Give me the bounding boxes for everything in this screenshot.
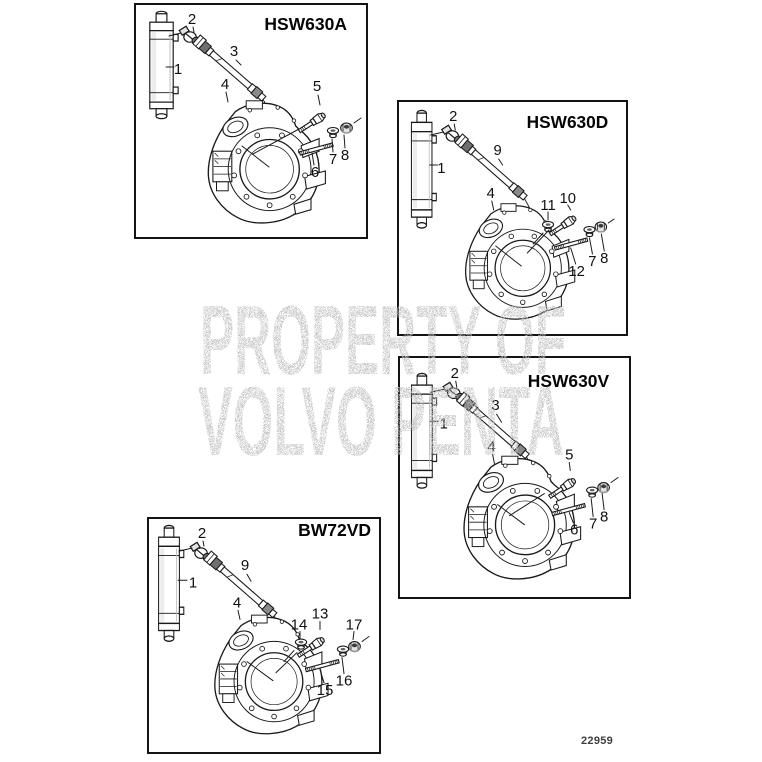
drawing-number: 22959 (581, 735, 614, 747)
callout-hose: 9 (494, 143, 502, 159)
flywheel-housing-drawing (463, 455, 582, 580)
nut-drawing (597, 481, 610, 494)
nut-drawing (594, 221, 608, 234)
nut-drawing (340, 122, 353, 135)
callout-numbers: 1 2 9 4 11 10 12 7 8 (437, 109, 608, 280)
callout-stud: 6 (311, 164, 319, 181)
callout-hose: 3 (230, 43, 238, 60)
callout-stud: 15 (317, 682, 334, 699)
callout-oil-cooler: 1 (189, 574, 197, 591)
callout-nut: 8 (600, 251, 608, 267)
callout-connector: 2 (449, 109, 457, 125)
leader-lines (165, 26, 362, 168)
panel-title: HSW630A (264, 14, 347, 34)
callout-housing: 4 (233, 594, 241, 611)
callout-nut: 8 (341, 147, 349, 164)
callout-oil-cooler: 1 (437, 161, 445, 177)
panel-hsw630a: HSW630A (134, 3, 368, 239)
callout-nut: 17 (346, 616, 363, 633)
callout-washer: 7 (589, 516, 597, 533)
callout-nut: 8 (600, 509, 608, 526)
washer-drawing (326, 126, 340, 139)
leader-lines (177, 540, 370, 684)
callout-stud: 12 (568, 264, 584, 280)
callout-housing: 4 (487, 186, 495, 202)
callout-housing: 4 (221, 76, 229, 93)
oil-cooler-drawing (410, 372, 438, 489)
callout-connector: 2 (188, 11, 196, 28)
callout-bolt: 5 (565, 446, 573, 463)
flywheel-housing-drawing (207, 100, 327, 224)
oil-cooler-drawing (157, 524, 185, 642)
callout-connector: 2 (198, 525, 206, 542)
washer-drawing (336, 645, 350, 657)
callout-front-washer: 11 (540, 198, 555, 214)
callout-bolt: 10 (560, 191, 576, 207)
callout-stud: 6 (570, 522, 578, 539)
callout-washer: 7 (588, 254, 596, 270)
oil-cooler-drawing (410, 109, 437, 229)
panel-bw72vd: BW72VD (147, 517, 381, 754)
callout-numbers: 1 2 9 4 14 13 15 16 17 (189, 525, 363, 699)
panel-hsw630v: HSW630V (398, 356, 631, 599)
callout-hose: 3 (491, 397, 499, 414)
flywheel-housing-drawing (214, 614, 329, 735)
callout-bolt: 13 (312, 605, 329, 622)
bolt-drawing (296, 110, 328, 136)
callout-connector: 2 (451, 365, 459, 382)
panel-hsw630d: HSW630D (397, 100, 628, 336)
callout-oil-cooler: 1 (174, 61, 182, 78)
panel-title: HSW630V (528, 371, 610, 391)
callout-oil-cooler: 1 (440, 415, 448, 432)
callout-numbers: 1 2 3 4 5 6 7 8 (440, 365, 609, 539)
callout-washer: 16 (336, 673, 353, 690)
flywheel-housing-drawing (465, 203, 576, 320)
nut-drawing (348, 640, 361, 653)
panel-title: HSW630D (527, 112, 609, 132)
washer-drawing (586, 486, 599, 498)
leader-lines (429, 380, 619, 526)
callout-housing: 4 (487, 438, 495, 455)
callout-washer: 7 (329, 151, 337, 168)
callout-front-washer: 14 (291, 616, 308, 633)
callout-numbers: 1 2 3 4 5 6 7 8 (174, 11, 349, 181)
panel-title: BW72VD (298, 520, 371, 540)
callout-hose: 9 (241, 557, 249, 574)
washer-drawing (583, 225, 596, 238)
callout-bolt: 5 (313, 78, 321, 95)
leader-lines (429, 123, 615, 267)
